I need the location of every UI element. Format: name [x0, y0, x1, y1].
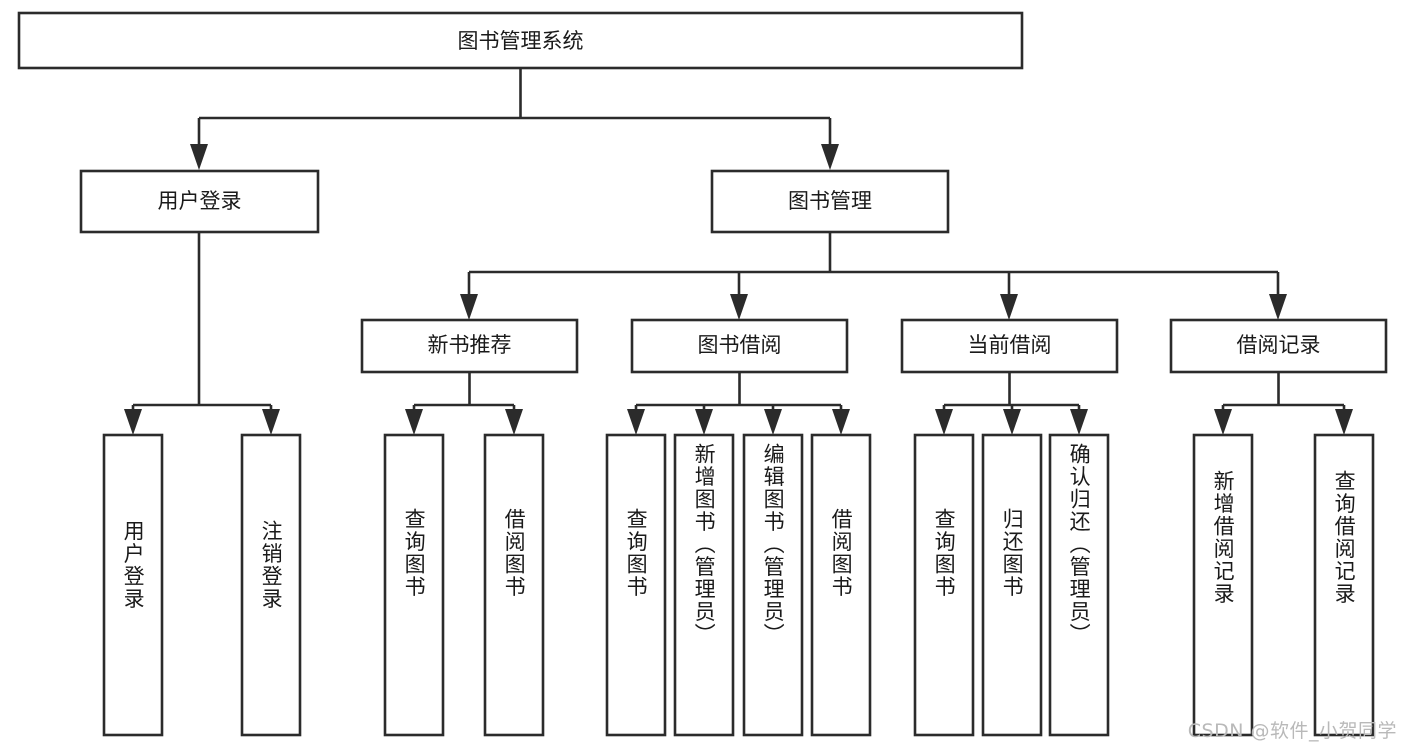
arrow-head-icon — [935, 409, 953, 435]
arrow-head-icon — [627, 409, 645, 435]
edge-borrow-record-to-leaves — [1214, 372, 1353, 435]
current-borrow-box[interactable] — [900, 318, 1119, 374]
arrow-head-icon — [1000, 294, 1018, 320]
root-label: 图书管理系统 — [458, 29, 584, 53]
arrow-head-icon — [124, 409, 142, 435]
edge-current-borrow-to-leaves — [935, 372, 1088, 435]
leaf-box-query-book-1[interactable] — [383, 433, 445, 737]
leaf-box-return-book[interactable] — [981, 433, 1043, 737]
leaf-box-user-login[interactable] — [102, 433, 164, 737]
leaf-box-query-book-2[interactable] — [605, 433, 667, 737]
arrow-head-icon — [764, 409, 782, 435]
leaf-box-borrow-book-1[interactable] — [483, 433, 545, 737]
arrow-head-icon — [190, 144, 208, 170]
leaf-box-user-logout[interactable] — [240, 433, 302, 737]
arrow-head-icon — [730, 294, 748, 320]
new-book-rec-box[interactable] — [360, 318, 579, 374]
arrow-head-icon — [1335, 409, 1353, 435]
edge-book-borrow-to-leaves — [627, 372, 850, 435]
edge-root-to-book-manage — [821, 118, 839, 170]
book-borrow-label: 图书借阅 — [698, 333, 782, 357]
leaf-box-query-book-3[interactable] — [913, 433, 975, 737]
edge-book-manage-to-bus — [460, 232, 1287, 320]
leaf-box-add-record[interactable] — [1192, 433, 1254, 737]
edge-root-to-user-login — [190, 118, 208, 170]
edge-new-book-rec-to-leaves — [405, 372, 523, 435]
arrow-head-icon — [262, 409, 280, 435]
node-new-book-rec[interactable]: 新书推荐 — [360, 318, 579, 374]
node-current-borrow[interactable]: 当前借阅 — [900, 318, 1119, 374]
leaf-box-confirm-return[interactable] — [1048, 433, 1110, 737]
arrow-head-icon — [695, 409, 713, 435]
leaf-box-borrow-book-2[interactable] — [810, 433, 872, 737]
arrow-head-icon — [1269, 294, 1287, 320]
node-root[interactable]: 图书管理系统 — [17, 11, 1024, 70]
new-book-rec-label: 新书推荐 — [428, 333, 512, 357]
root-box[interactable] — [17, 11, 1024, 70]
user-login-box[interactable] — [79, 169, 320, 234]
current-borrow-label: 当前借阅 — [968, 333, 1052, 357]
arrow-head-icon — [1003, 409, 1021, 435]
node-user-login[interactable]: 用户登录 — [79, 169, 320, 234]
edge-root-to-bus — [199, 68, 830, 120]
arrow-head-icon — [1070, 409, 1088, 435]
arrow-head-icon — [832, 409, 850, 435]
arrow-head-icon — [505, 409, 523, 435]
node-book-manage[interactable]: 图书管理 — [710, 169, 950, 234]
user-login-label: 用户登录 — [158, 189, 242, 213]
leaf-box-add-book[interactable] — [673, 433, 735, 737]
edge-user-login-to-leaves — [124, 232, 280, 435]
node-book-borrow[interactable]: 图书借阅 — [630, 318, 849, 374]
arrow-head-icon — [1214, 409, 1232, 435]
arrow-head-icon — [460, 294, 478, 320]
leaf-box-edit-book[interactable] — [742, 433, 804, 737]
node-borrow-record[interactable]: 借阅记录 — [1169, 318, 1388, 374]
arrow-head-icon — [405, 409, 423, 435]
borrow-record-label: 借阅记录 — [1237, 333, 1321, 357]
arrow-head-icon — [821, 144, 839, 170]
leaf-box-query-record[interactable] — [1313, 433, 1375, 737]
book-manage-label: 图书管理 — [788, 189, 872, 213]
